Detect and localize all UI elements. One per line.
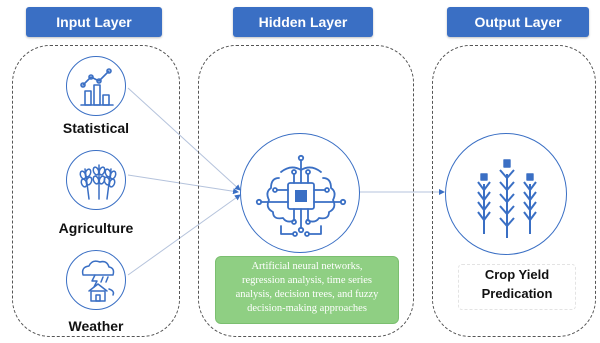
connector-statistical bbox=[127, 87, 241, 191]
hidden-layer-header: Hidden Layer bbox=[233, 7, 373, 37]
input-layer-header: Input Layer bbox=[26, 7, 162, 37]
methods-line-1: Artificial neural networks, bbox=[251, 261, 363, 272]
methods-line-4: decision-making approaches bbox=[247, 303, 367, 314]
storm-house-icon bbox=[66, 250, 126, 310]
ai-brain-chip-icon bbox=[240, 133, 360, 253]
methods-description-box: Artificial neural networks, regression a… bbox=[215, 256, 399, 324]
output-label-line-2: Predication bbox=[481, 286, 553, 301]
output-label-line-1: Crop Yield bbox=[484, 267, 550, 282]
connector-agriculture bbox=[127, 174, 239, 195]
input-label-weather: Weather bbox=[68, 318, 124, 334]
input-label-agriculture: Agriculture bbox=[58, 220, 134, 236]
methods-line-3: analysis, decision trees, and fuzzy bbox=[235, 289, 379, 300]
input-layer-panel bbox=[12, 45, 180, 337]
connector-weather bbox=[127, 194, 241, 276]
output-label: Crop Yield Predication bbox=[458, 264, 576, 310]
input-label-statistical: Statistical bbox=[62, 120, 130, 136]
output-layer-panel bbox=[432, 45, 596, 337]
wheat-icon bbox=[66, 150, 126, 210]
hidden-layer-panel bbox=[198, 45, 414, 337]
crop-wheat-icon bbox=[445, 133, 567, 255]
methods-line-2: regression analysis, time series bbox=[241, 275, 373, 286]
bar-chart-icon bbox=[66, 56, 126, 116]
output-layer-header: Output Layer bbox=[447, 7, 589, 37]
